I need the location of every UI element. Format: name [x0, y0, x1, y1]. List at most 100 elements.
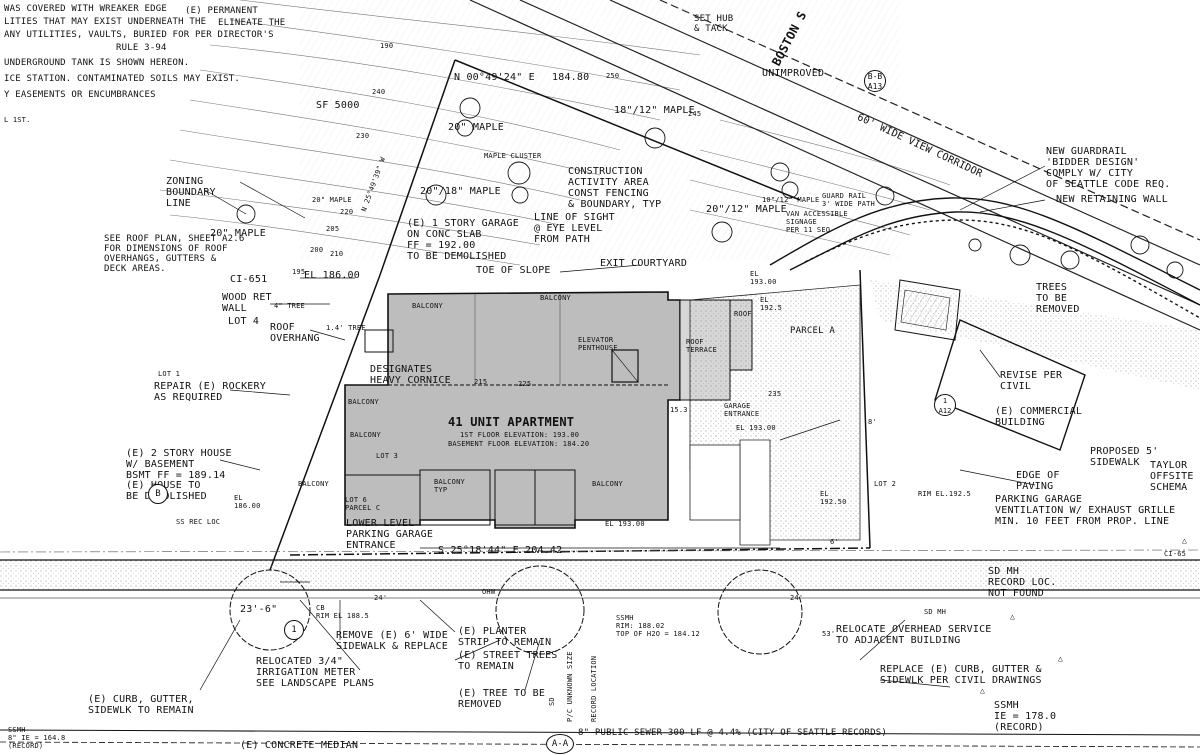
parcel-a-label: PARCEL A: [790, 326, 835, 336]
note-line-8: L 1st.: [4, 116, 31, 124]
el153-label: 15.3: [670, 406, 688, 414]
designates-cornice: DESIGNATES HEAVY CORNICE: [370, 364, 451, 386]
section-bb-sheet: A13: [867, 82, 883, 91]
bearing-north-dist: 184.80: [552, 72, 590, 83]
sd-mh-label: SD MH RECORD LOC. NOT FOUND: [988, 566, 1057, 599]
contour-200: 200: [310, 246, 324, 254]
dim-6-label: 6': [830, 538, 839, 546]
ssmh-left-label: SSMH 8" IE = 164.8 (RECORD): [8, 726, 66, 750]
contour-250: 250: [606, 72, 620, 80]
parking-garage-label: PARKING GARAGE VENTILATION W/ EXHAUST GR…: [995, 494, 1176, 527]
replace-curb-label: REPLACE (E) CURB, GUTTER & SIDEWLK PER C…: [880, 664, 1042, 686]
sd-label: SD: [548, 697, 556, 706]
record-location-label: RECORD LOCATION: [590, 655, 598, 722]
roof-label: ROOF: [734, 310, 752, 318]
building-floor-elev: 1st FLOOR ELEVATION: 193.00: [460, 431, 580, 439]
balcony-6: BALCONY: [298, 480, 329, 488]
relocate-overhead-label: RELOCATE OVERHEAD SERVICE TO ADJACENT BU…: [836, 624, 992, 646]
rim-label: RIM EL.192.5: [918, 490, 971, 498]
wood-ret-label: WOOD RET WALL: [222, 292, 272, 314]
story-house-label: (E) 2 STORY HOUSE W/ BASEMENT BSMT FF = …: [126, 448, 232, 481]
trees-removed-label: TREES TO BE REMOVED: [1036, 282, 1080, 315]
taylor-label: TAYLOR OFFSITE SCHEMA: [1150, 460, 1194, 493]
rec-loc-label: SS REC LOC: [176, 518, 221, 526]
el-b-label: EL 193.00: [750, 270, 777, 286]
tree-maple-20a: 20" MAPLE: [448, 122, 504, 133]
street-trees-label: (E) STREET TREES TO REMAIN: [458, 650, 558, 672]
balcony-1: BALCONY: [412, 302, 443, 310]
new-guardrail-label: NEW GUARDRAIL 'BIDDER DESIGN' COMPLY W/ …: [1046, 146, 1171, 190]
bearing-south-dist: 204.42: [525, 545, 563, 556]
contour-195: 195: [292, 268, 306, 276]
tree-maple-10-12: 10"/12" MAPLE: [762, 196, 820, 204]
bearing-south: S 25°18'44" E: [438, 545, 519, 556]
note-line-2: LITIES THAT MAY EXIST UNDERNEATH THE: [4, 17, 207, 27]
garage-demo-label: (E) 1 STORY GARAGE ON CONC SLAB FF = 192…: [407, 218, 519, 262]
yard-trees: [236, 97, 1184, 279]
ssmh-right-label: SSMH IE = 178.0 (RECORD): [994, 700, 1057, 733]
detail-marker-a12: 1 A12: [934, 394, 956, 416]
pc-unknown-label: P/C UNKNOWN SIZE: [566, 651, 574, 722]
zoning-label: ZONING BOUNDARY LINE: [166, 176, 216, 209]
section-marker-bb: B-B A13: [864, 70, 886, 92]
street-band: [0, 549, 1200, 748]
balcony-4: BALCONY: [348, 398, 379, 406]
tree-maple-20c: 20" MAPLE: [210, 228, 266, 239]
roof-overhang-label: ROOF OVERHANG: [270, 322, 320, 344]
curb-remain-label: (E) CURB, GUTTER, SIDEWLK TO REMAIN: [88, 694, 194, 716]
repair-rockery-label: REPAIR (E) ROCKERY AS REQUIRED: [154, 381, 266, 403]
lower-level-label: LOWER LEVEL PARKING GARAGE ENTRANCE: [346, 518, 434, 551]
revision-triangle-icon: △: [980, 686, 985, 695]
lot4-label: LOT 4: [228, 316, 260, 327]
dim-24-label: 24': [374, 594, 388, 602]
note-permanent: (E) PERMANENT: [185, 6, 259, 16]
tree-removed-label: (E) TREE TO BE REMOVED: [458, 688, 546, 710]
revision-triangle-icon: △: [1010, 612, 1015, 621]
detail-marker-b: B: [148, 484, 168, 504]
commercial-label: (E) COMMERCIAL BUILDING: [995, 406, 1083, 428]
street-unimproved: UNIMPROVED: [762, 68, 825, 79]
balcony-3: BALCONY: [350, 431, 381, 439]
ssmh-mid-label: SSMH RIM: 188.02 TOP OF H2O = 184.12: [616, 614, 700, 638]
house-demo-label: (E) HOUSE TO BE DEMOLISHED: [126, 480, 207, 502]
retaining-wall: [769, 197, 1200, 319]
ci65-label: CI-65: [1164, 550, 1187, 558]
lot2-label: LOT 2: [874, 480, 897, 488]
ohw-label: OHW: [482, 588, 496, 596]
overhang-tree-label: 1.4' TREE: [326, 324, 366, 332]
edge-paving-label: EDGE OF PAVING: [1016, 470, 1060, 492]
see-roof-label: SEE ROOF PLAN, SHEET A2.6 FOR DIMENSIONS…: [104, 234, 245, 274]
bearing-north: N 00°49'24" E: [454, 72, 535, 83]
new-retaining-label: NEW RETAINING WALL: [1056, 194, 1168, 205]
contour-190: 190: [380, 42, 394, 50]
note-line-6: ICE STATION. CONTAMINATED SOILS MAY EXIS…: [4, 74, 240, 84]
sf-label: SF 5000: [316, 100, 360, 111]
leader-lines: [199, 165, 1046, 691]
set-hub-label: SET HUB & TACK: [694, 14, 734, 34]
el-f-label: EL 192.5: [760, 296, 783, 312]
building-name: 41 UNIT APARTMENT: [448, 415, 575, 429]
section-marker-aa: A-A: [546, 734, 574, 754]
line-sight-label: LINE OF SIGHT @ EYE LEVEL FROM PATH: [534, 212, 615, 245]
note-line-1: WAS COVERED WITH WREAKER EDGE: [4, 4, 167, 14]
dim-8-label: 8': [868, 418, 877, 426]
el-a-label: EL 186.00: [234, 494, 261, 510]
contour-230: 230: [356, 132, 370, 140]
revision-triangle-icon: △: [1182, 536, 1187, 545]
tree-maple-20-12: 20"/12" MAPLE: [706, 204, 787, 215]
building-bsmt-elev: BASEMENT FLOOR ELEVATION: 184.20: [448, 440, 590, 448]
contour-205: 205: [326, 225, 340, 233]
boston-street: [469, 0, 1200, 331]
note-permanent-2: ELINEATE THE: [218, 18, 286, 28]
concrete-median-label: (E) CONCRETE MEDIAN: [240, 740, 359, 751]
exit-courtyard-label: EXIT COURTYARD: [600, 258, 688, 269]
note-line-4: RULE 3-94: [116, 43, 167, 53]
tree-4-tree: 4" TREE: [274, 302, 305, 310]
commercial-building-outline: [934, 319, 1086, 451]
toe-slope-label: TOE OF SLOPE: [476, 265, 551, 276]
revise-civil-label: REVISE PER CIVIL: [1000, 370, 1063, 392]
street-trees: [229, 565, 803, 655]
planter-label: (E) PLANTER STRIP TO REMAIN: [458, 626, 552, 648]
sd-mh2-label: SD MH: [924, 608, 947, 616]
